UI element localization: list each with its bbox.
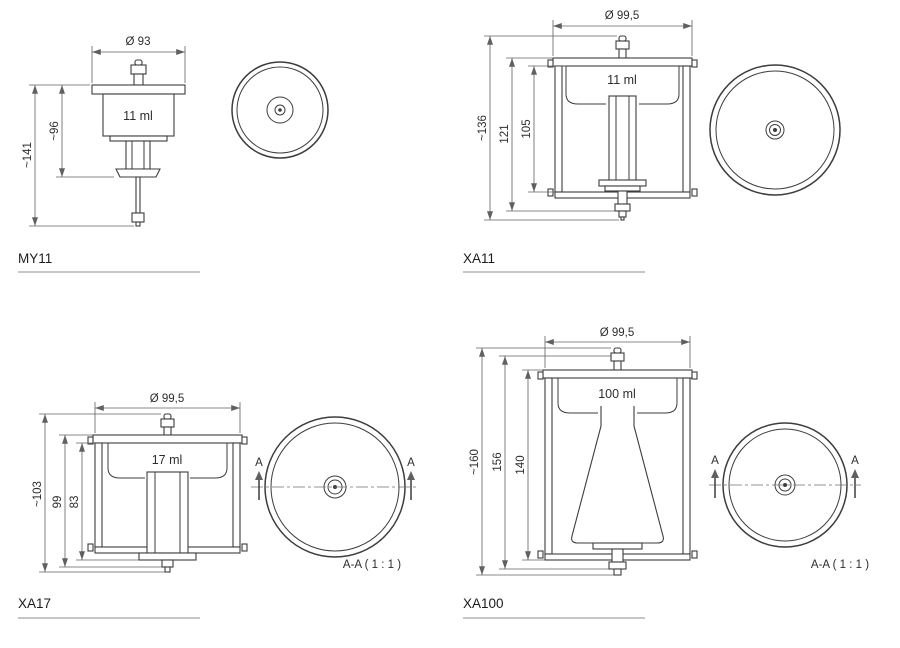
my11-dim-height-body: ~96 <box>29 84 114 178</box>
xa100-section-marker-left: A <box>711 455 719 498</box>
xa100-drawing: 100 ml Ø 99,5 ~160 156 <box>463 327 869 619</box>
xa17-volume-label: 17 ml <box>152 453 183 467</box>
xa100-section-marker-right: A <box>851 455 859 498</box>
my11-part-name: MY11 <box>18 251 52 266</box>
xa100-dim-height-inner: 140 <box>515 369 545 561</box>
xa11-dim-height-outer: ~136 <box>477 35 619 221</box>
panel-xa100: 100 ml Ø 99,5 ~160 156 <box>460 310 900 648</box>
xa11-dim-diameter-label: Ø 99,5 <box>605 10 640 22</box>
xa17-dim-height-inner-label: 83 <box>69 496 81 509</box>
xa100-dim-height-outer-label: ~160 <box>469 449 481 475</box>
my11-top-view <box>231 61 329 159</box>
xa17-side-view: 17 ml <box>87 413 248 573</box>
xa11-dim-height-inner: 105 <box>521 65 566 193</box>
my11-dim-height-body-label: ~96 <box>49 121 61 141</box>
xa11-top-view <box>709 64 841 196</box>
xa100-part-name: XA100 <box>463 596 504 611</box>
panel-xa11: 11 ml Ø 99,5 ~136 121 <box>460 0 900 310</box>
xa17-dim-diameter-label: Ø 99,5 <box>150 393 185 405</box>
xa100-dim-height-mid-label: 156 <box>492 452 504 471</box>
xa100-dim-height-inner-label: 140 <box>515 455 527 474</box>
xa100-dim-diameter-label: Ø 99,5 <box>600 327 635 339</box>
my11-side-view: 11 ml <box>91 59 186 227</box>
xa100-section-marker-right-label: A <box>851 455 859 467</box>
grease-nipple-icon <box>618 35 627 42</box>
xa17-section-scale-label: A-A ( 1 : 1 ) <box>343 559 401 571</box>
xa17-dim-height-inner: 83 <box>69 442 139 561</box>
xa17-section-marker-left-label: A <box>255 457 263 469</box>
xa100-top-view: A A A-A ( 1 : 1 ) <box>709 422 869 571</box>
xa11-dim-height-inner-label: 105 <box>521 119 533 138</box>
my11-dim-height-outer: ~141 <box>22 85 134 227</box>
xa11-dim-height-mid: 121 <box>499 57 615 212</box>
xa17-dim-height-mid-label: 99 <box>52 496 64 509</box>
my11-drawing: 11 ml Ø 93 ~96 ~141 <box>18 36 329 273</box>
my11-volume-label: 11 ml <box>123 109 153 123</box>
my11-dim-diameter: Ø 93 <box>91 36 186 83</box>
xa11-drawing: 11 ml Ø 99,5 ~136 121 <box>463 10 841 273</box>
xa17-section-marker-right-label: A <box>407 457 415 469</box>
xa11-volume-label: 11 ml <box>607 73 637 87</box>
grease-nipple-icon <box>163 413 172 420</box>
my11-dim-height-outer-label: ~141 <box>22 142 34 168</box>
xa11-dim-height-outer-label: ~136 <box>477 115 489 141</box>
panel-xa17: 17 ml Ø 99,5 ~103 99 <box>0 310 460 648</box>
xa17-part-name: XA17 <box>18 596 51 611</box>
xa17-dim-height-outer: ~103 <box>32 413 165 573</box>
xa17-dim-height-mid: 99 <box>52 434 162 568</box>
xa11-part-name: XA11 <box>463 251 495 266</box>
xa17-section-marker-left: A <box>255 457 263 500</box>
xa100-dim-height-outer: ~160 <box>469 347 614 576</box>
xa100-dim-diameter: Ø 99,5 <box>544 327 691 368</box>
xa100-section-marker-left-label: A <box>711 455 719 467</box>
panel-my11: 11 ml Ø 93 ~96 ~141 <box>0 0 460 310</box>
xa17-drawing: 17 ml Ø 99,5 ~103 99 <box>18 393 419 619</box>
xa11-dim-height-mid-label: 121 <box>499 124 511 143</box>
xa17-section-marker-right: A <box>407 457 415 500</box>
xa100-side-view: 100 ml <box>537 347 698 576</box>
xa100-volume-label: 100 ml <box>598 387 636 401</box>
xa11-side-view: 11 ml <box>547 35 698 221</box>
my11-dim-diameter-label: Ø 93 <box>126 36 151 48</box>
xa17-top-view: A A A-A ( 1 : 1 ) <box>251 416 419 571</box>
xa100-dim-height-mid: 156 <box>492 355 611 570</box>
xa17-dim-height-outer-label: ~103 <box>32 481 44 507</box>
grease-nipple-icon <box>134 59 143 66</box>
xa17-dim-diameter: Ø 99,5 <box>94 393 241 433</box>
xa11-dim-diameter: Ø 99,5 <box>552 10 693 56</box>
xa100-section-scale-label: A-A ( 1 : 1 ) <box>811 559 869 571</box>
grease-nipple-icon <box>613 347 622 354</box>
